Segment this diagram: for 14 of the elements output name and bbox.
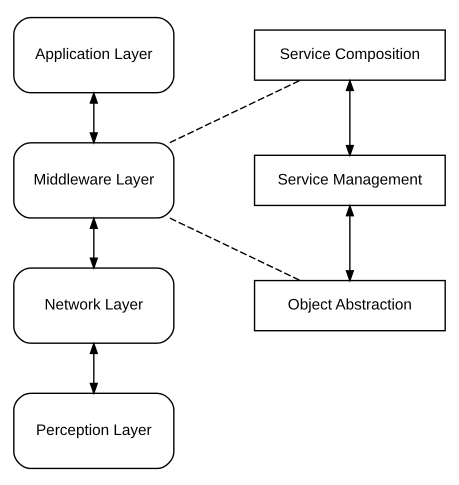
- node-box: Object Abstraction: [254, 279, 446, 331]
- arrow: [345, 203, 354, 282]
- arrow: [89, 90, 98, 144]
- connector: [170, 217, 301, 281]
- node-box: Perception Layer: [13, 392, 175, 469]
- node-box: Middleware Layer: [13, 142, 175, 218]
- arrow: [89, 216, 98, 270]
- node-box: Network Layer: [13, 266, 175, 344]
- arrow: [345, 78, 354, 157]
- connector: [170, 79, 300, 143]
- arrow: [89, 341, 98, 395]
- node-box: Application Layer: [13, 16, 175, 93]
- node-box: Service Composition: [254, 28, 446, 80]
- node-box: Service Management: [254, 154, 446, 206]
